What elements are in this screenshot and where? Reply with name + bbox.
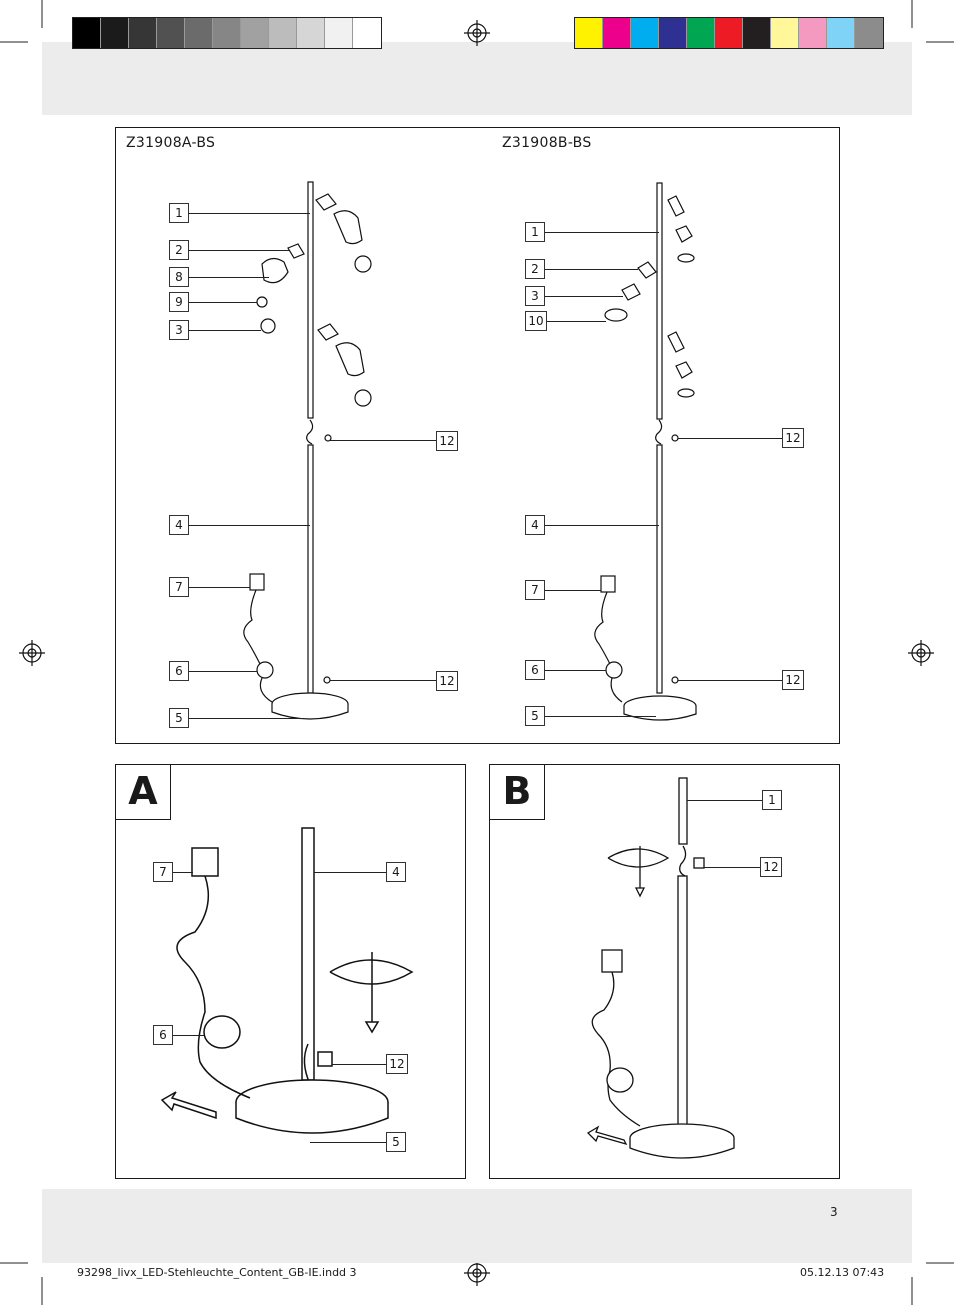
callout-label: 4 <box>386 862 406 882</box>
callout-label: 12 <box>782 670 804 690</box>
callout-label: 6 <box>153 1025 173 1045</box>
color-swatch <box>213 18 241 48</box>
callout-label: 4 <box>525 515 545 535</box>
callout-label: 3 <box>169 320 189 340</box>
callout-label: 3 <box>525 286 545 306</box>
color-swatch <box>631 18 659 48</box>
page-number: 3 <box>830 1205 838 1219</box>
color-swatch <box>241 18 269 48</box>
color-swatch <box>603 18 631 48</box>
step-b-letter: B <box>489 764 545 820</box>
callout-label: 6 <box>169 661 189 681</box>
callout-label: 4 <box>169 515 189 535</box>
color-swatch <box>297 18 325 48</box>
model-a-title: Z31908A-BS <box>126 135 216 151</box>
callout-label: 12 <box>760 857 782 877</box>
callout-label: 7 <box>525 580 545 600</box>
callout-label: 2 <box>525 259 545 279</box>
overview-panel <box>115 127 840 744</box>
step-b-panel <box>489 764 840 1179</box>
callout-label: 7 <box>169 577 189 597</box>
callout-label: 5 <box>169 708 189 728</box>
color-swatch <box>771 18 799 48</box>
callout-label: 6 <box>525 660 545 680</box>
callout-label: 12 <box>436 431 458 451</box>
grayscale-color-bar <box>72 17 382 49</box>
callout-label: 7 <box>153 862 173 882</box>
callout-label: 12 <box>386 1054 408 1074</box>
footer-file-name: 93298_livx_LED-Stehleuchte_Content_GB-IE… <box>77 1266 357 1279</box>
callout-label: 9 <box>169 292 189 312</box>
footer-timestamp: 05.12.13 07:43 <box>800 1266 885 1279</box>
callout-label: 1 <box>525 222 545 242</box>
color-swatch <box>827 18 855 48</box>
color-swatch <box>687 18 715 48</box>
color-swatch <box>743 18 771 48</box>
color-swatch <box>325 18 353 48</box>
callout-label: 1 <box>169 203 189 223</box>
top-band <box>42 42 912 115</box>
callout-label: 10 <box>525 311 547 331</box>
color-swatch <box>659 18 687 48</box>
callout-label: 5 <box>386 1132 406 1152</box>
bottom-band <box>42 1189 912 1263</box>
callout-label: 8 <box>169 267 189 287</box>
step-a-letter: A <box>115 764 171 820</box>
color-swatch <box>129 18 157 48</box>
callout-label: 5 <box>525 706 545 726</box>
color-swatch <box>101 18 129 48</box>
callout-label: 12 <box>782 428 804 448</box>
callout-label: 2 <box>169 240 189 260</box>
color-swatch <box>575 18 603 48</box>
callout-label: 12 <box>436 671 458 691</box>
color-swatch <box>715 18 743 48</box>
color-swatch <box>353 18 381 48</box>
color-swatch <box>185 18 213 48</box>
callout-label: 1 <box>762 790 782 810</box>
model-b-title: Z31908B-BS <box>502 135 592 151</box>
color-swatch <box>269 18 297 48</box>
color-swatch <box>157 18 185 48</box>
color-swatch <box>799 18 827 48</box>
process-color-bar <box>574 17 884 49</box>
color-swatch <box>73 18 101 48</box>
color-swatch <box>855 18 883 48</box>
